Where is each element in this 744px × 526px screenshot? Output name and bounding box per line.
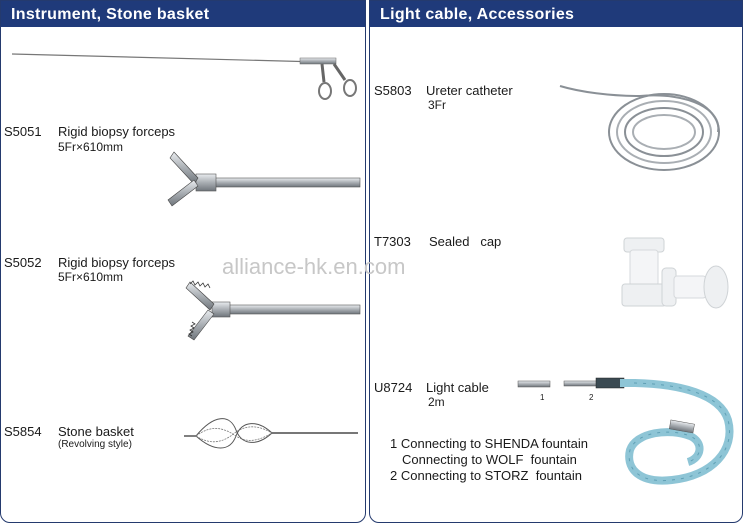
s5803-code: S5803 bbox=[374, 83, 412, 98]
s5854-code: S5854 bbox=[4, 424, 42, 439]
connection-line-2: Connecting to WOLF fountain bbox=[402, 452, 577, 467]
u8724-name: Light cable bbox=[426, 380, 489, 395]
accessories-panel: Light cable, Accessories bbox=[369, 0, 743, 523]
s5051-forceps-illustration bbox=[167, 151, 361, 207]
watermark: alliance-hk.en.com bbox=[222, 254, 406, 279]
s5803-catheter-illustration bbox=[559, 85, 720, 171]
s5854-stone-basket-illustration bbox=[184, 418, 358, 449]
u8724-part2-label: 2 bbox=[589, 393, 594, 402]
s5854-spec: (Revolving style) bbox=[58, 439, 132, 450]
s5803-name: Ureter catheter bbox=[426, 83, 513, 98]
t7303-sealed-cap-illustration bbox=[621, 237, 729, 309]
connection-line-3: 2 Connecting to STORZ fountain bbox=[390, 468, 582, 483]
instrument-panel: Instrument, Stone basket bbox=[0, 0, 366, 523]
s5854-name: Stone basket bbox=[58, 424, 134, 439]
s5052-forceps-illustration bbox=[185, 280, 361, 341]
s5052-spec: 5Fr×610mm bbox=[58, 270, 124, 284]
u8724-light-cable-illustration bbox=[517, 377, 734, 485]
t7303-code: T7303 bbox=[374, 234, 411, 249]
u8724-code: U8724 bbox=[374, 380, 413, 395]
u8724-part1-label: 1 bbox=[540, 393, 545, 402]
s5803-spec: 3Fr bbox=[428, 98, 446, 112]
u8724-spec: 2m bbox=[428, 395, 445, 409]
s5051-name: Rigid biopsy forceps bbox=[58, 124, 176, 139]
t7303-name: Sealed cap bbox=[429, 234, 502, 249]
s5052-name: Rigid biopsy forceps bbox=[58, 255, 176, 270]
s5051-code: S5051 bbox=[4, 124, 42, 139]
s5051-spec: 5Fr×610mm bbox=[58, 140, 124, 154]
s5052-code: S5052 bbox=[4, 255, 42, 270]
connection-line-1: 1 Connecting to SHENDA fountain bbox=[390, 436, 589, 451]
instrument-header: Instrument, Stone basket bbox=[1, 1, 365, 27]
grip-instrument-illustration bbox=[11, 53, 357, 100]
accessories-header: Light cable, Accessories bbox=[370, 1, 742, 27]
